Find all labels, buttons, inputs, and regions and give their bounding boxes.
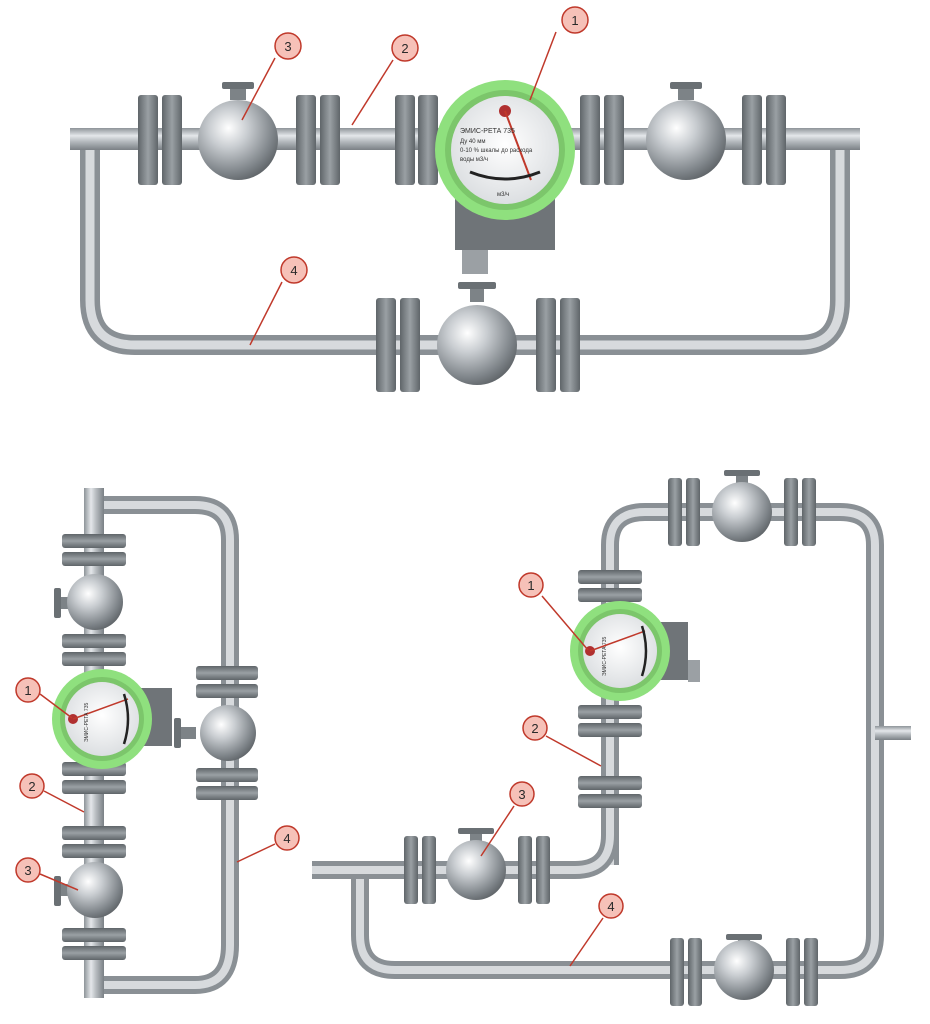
ball-valve-top-right [646,82,726,180]
svg-text:4: 4 [290,263,297,278]
meter-top-line1: ЭМИС-РЕТА 735 [460,128,515,135]
bypass-valve-left [174,666,258,800]
bottom-left-diagram: ЭМИС-РЕТА 735 1 2 3 4 [15,488,300,998]
flowmeter-left: ЭМИС-РЕТА 735 [52,669,172,769]
svg-text:3: 3 [284,39,291,54]
svg-text:4: 4 [283,831,290,846]
flowmeter-right: ЭМИС-РЕТА 735 [570,601,700,701]
top-diagram: ЭМИС-РЕТА 735 Ду 40 мм 0-10 % шкалы до р… [70,6,860,392]
ball-valve-left-upper [54,574,123,630]
meter-left-line1: ЭМИС-РЕТА 735 [84,703,90,742]
callout-left-4: 4 [236,825,300,863]
callout-right-3: 3 [480,781,535,857]
svg-text:2: 2 [531,721,538,736]
flange-group-left [62,534,126,960]
ball-valve-right-inlet [404,828,550,904]
svg-text:4: 4 [607,899,614,914]
ball-valve-top-left [198,82,278,180]
bypass-valve-top [376,282,580,392]
callout-top-4: 4 [249,256,308,346]
callout-right-1: 1 [518,572,589,651]
meter-top-unit: м3/ч [497,192,509,198]
svg-text:1: 1 [571,13,578,28]
callout-top-3: 3 [241,32,302,121]
ball-valve-left-lower [54,862,123,918]
flowmeter-top: ЭМИС-РЕТА 735 Ду 40 мм 0-10 % шкалы до р… [435,80,575,274]
callout-right-2: 2 [522,715,602,767]
svg-text:1: 1 [527,578,534,593]
callout-left-1: 1 [15,677,73,719]
callout-top-1: 1 [529,6,589,101]
svg-text:3: 3 [518,787,525,802]
callout-right-4: 4 [569,893,624,967]
callout-left-2: 2 [19,773,85,813]
bottom-right-diagram: ЭМИС-РЕТА 735 1 2 3 4 [312,470,911,1006]
svg-text:2: 2 [28,779,35,794]
flange-group-right [578,570,642,808]
flange-group-top [138,95,786,185]
callout-left-3: 3 [15,857,79,891]
loop-valve-bottom-right [670,934,818,1006]
svg-text:1: 1 [24,683,31,698]
meter-top-line4: воды м3/ч [460,157,488,163]
meter-right-line1: ЭМИС-РЕТА 735 [602,637,608,676]
svg-text:3: 3 [24,863,31,878]
svg-text:2: 2 [401,41,408,56]
callout-top-2: 2 [351,34,419,126]
meter-top-line2: Ду 40 мм [460,139,485,145]
loop-valve-top-right [668,470,816,546]
meter-top-line3: 0-10 % шкалы до расхода [460,148,533,154]
